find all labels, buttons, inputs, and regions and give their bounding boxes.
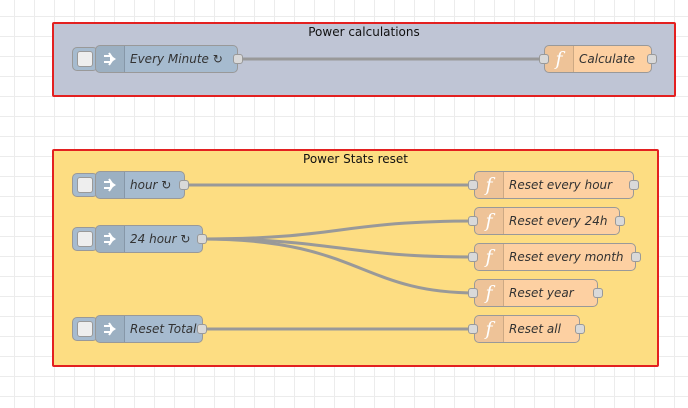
inject-arrow-icon [96,172,125,198]
output-port[interactable] [593,288,603,298]
function-icon: f [475,280,504,306]
function-icon: f [475,316,504,342]
function-node-reset-every-24h[interactable]: f Reset every 24h [474,207,620,235]
function-icon: f [475,244,504,270]
input-port[interactable] [468,288,478,298]
function-node-reset-all[interactable]: f Reset all [474,315,580,343]
function-icon: f [475,172,504,198]
input-port[interactable] [468,180,478,190]
inject-button[interactable] [72,227,98,251]
node-label: Reset Total [130,322,197,336]
node-label: Reset every month [509,250,624,264]
output-port[interactable] [615,216,625,226]
input-port[interactable] [468,216,478,226]
inject-node-every-minute[interactable]: Every Minute ↻ [95,45,238,73]
output-port[interactable] [197,234,207,244]
output-port[interactable] [179,180,189,190]
function-node-reset-every-hour[interactable]: f Reset every hour [474,171,634,199]
node-label: Reset all [509,322,561,336]
function-node-reset-year[interactable]: f Reset year [474,279,598,307]
inject-node-reset-total[interactable]: Reset Total [95,315,203,343]
node-label: 24 hour ↻ [130,232,191,246]
output-port[interactable] [631,252,641,262]
inject-arrow-icon [96,316,125,342]
output-port[interactable] [197,324,207,334]
group-title: Power Stats reset [303,152,408,166]
input-port[interactable] [468,252,478,262]
node-label: Every Minute ↻ [130,52,223,66]
node-label: Reset every hour [509,178,613,192]
inject-node-24-hour[interactable]: 24 hour ↻ [95,225,203,253]
inject-button[interactable] [72,317,98,341]
inject-arrow-icon [96,46,125,72]
inject-button-face [77,231,93,247]
function-node-reset-every-month[interactable]: f Reset every month [474,243,636,271]
inject-arrow-icon [96,226,125,252]
inject-button-face [77,177,93,193]
inject-button-face [77,51,93,67]
node-label: Reset year [509,286,574,300]
function-icon: f [475,208,504,234]
wire-24h-reset-year [201,237,477,295]
inject-button-face [77,321,93,337]
function-node-calculate[interactable]: f Calculate [544,45,652,73]
node-label: Calculate [579,52,636,66]
output-port[interactable] [629,180,639,190]
wire-24h-reset-24h [201,219,477,241]
input-port[interactable] [468,324,478,334]
output-port[interactable] [575,324,585,334]
group-title: Power calculations [308,25,420,39]
output-port[interactable] [233,54,243,64]
function-icon: f [545,46,574,72]
inject-node-hour[interactable]: hour ↻ [95,171,185,199]
node-label: hour ↻ [130,178,172,192]
output-port[interactable] [647,54,657,64]
input-port[interactable] [539,54,549,64]
node-label: Reset every 24h [509,214,608,228]
